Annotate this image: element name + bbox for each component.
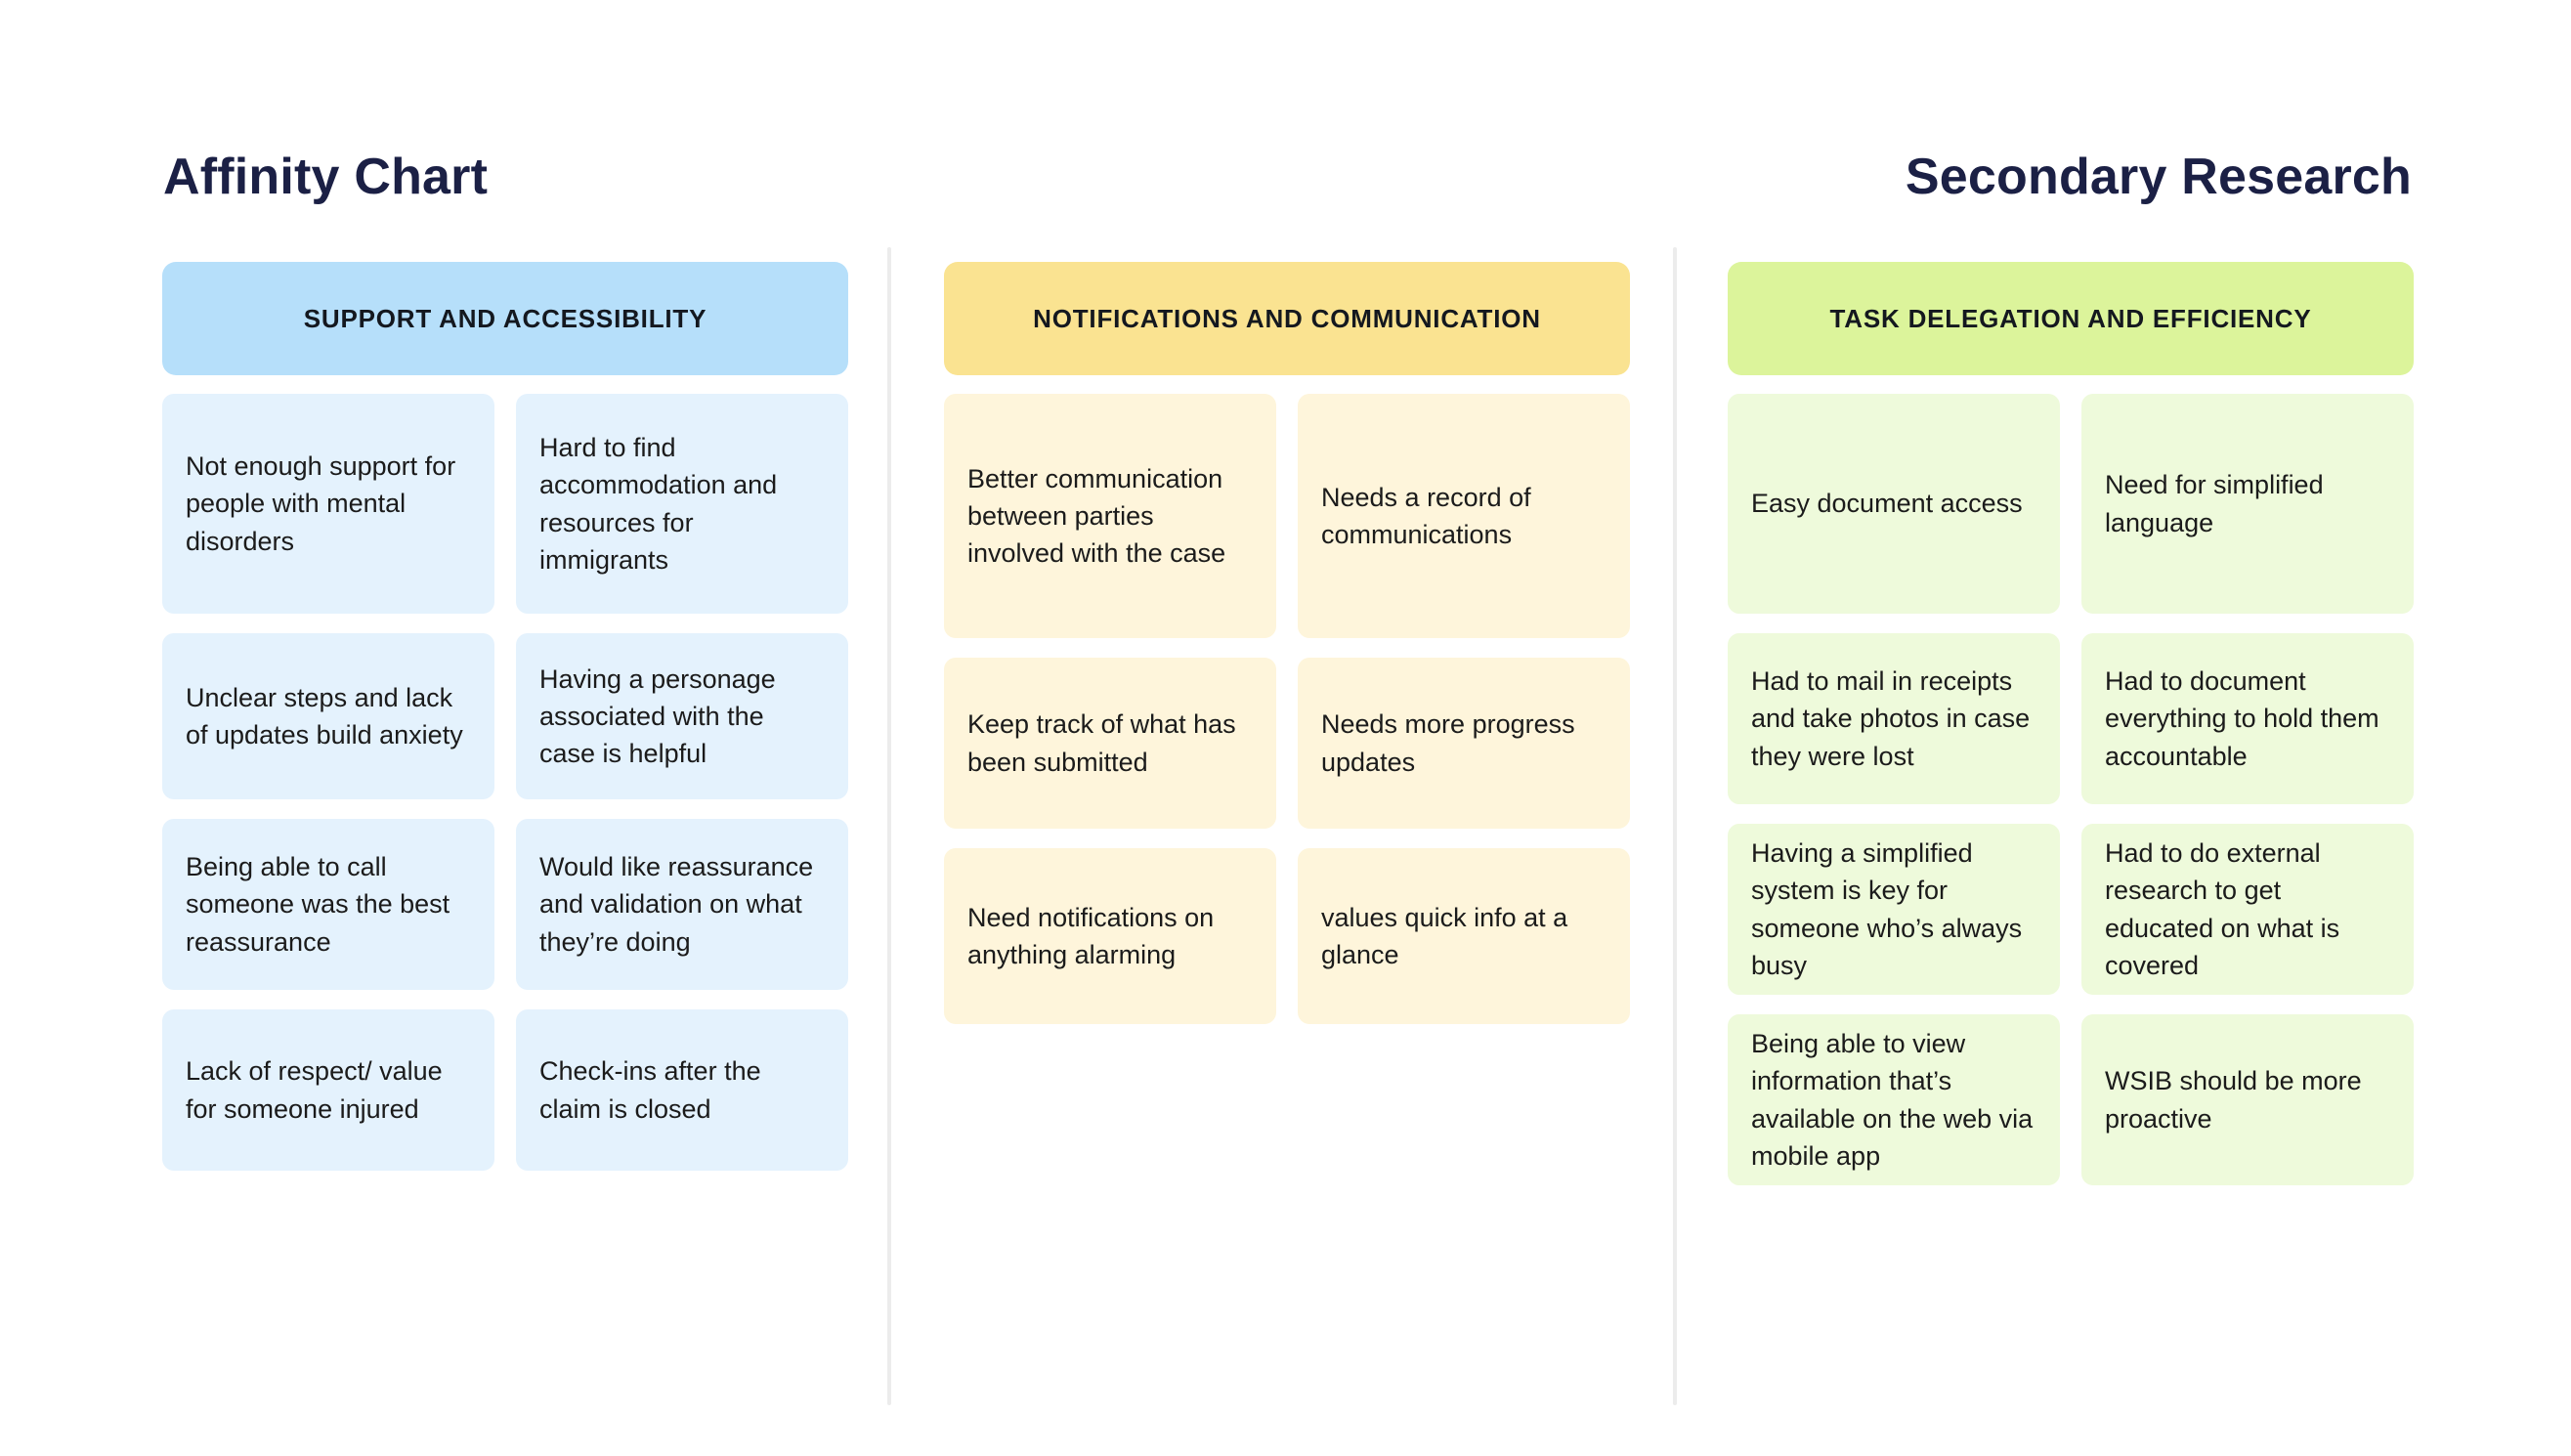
column-divider-1 bbox=[887, 247, 891, 1405]
sticky-note[interactable]: Being able to call someone was the best … bbox=[162, 819, 494, 990]
sticky-note[interactable]: Needs more progress updates bbox=[1298, 658, 1630, 829]
group-task-delegation-and-efficiency: TASK DELEGATION AND EFFICIENCY Easy docu… bbox=[1728, 262, 2414, 1185]
column-divider-2 bbox=[1673, 247, 1677, 1405]
sticky-note[interactable]: Lack of respect/ value for someone injur… bbox=[162, 1009, 494, 1171]
sticky-note[interactable]: Not enough support for people with menta… bbox=[162, 394, 494, 614]
sticky-note[interactable]: Keep track of what has been submitted bbox=[944, 658, 1276, 829]
group-support-and-accessibility: SUPPORT AND ACCESSIBILITY Not enough sup… bbox=[162, 262, 848, 1171]
sticky-note[interactable]: Need for simplified language bbox=[2081, 394, 2414, 614]
sticky-note[interactable]: Had to mail in receipts and take photos … bbox=[1728, 633, 2060, 804]
sticky-note[interactable]: WSIB should be more proactive bbox=[2081, 1014, 2414, 1185]
card-grid-support-and-accessibility: Not enough support for people with menta… bbox=[162, 394, 848, 1171]
group-header-notifications-and-communication: NOTIFICATIONS AND COMMUNICATION bbox=[944, 262, 1630, 375]
page-title-affinity-chart: Affinity Chart bbox=[163, 149, 489, 205]
page-title-secondary-research: Secondary Research bbox=[1905, 149, 2412, 205]
sticky-note[interactable]: Having a personage associated with the c… bbox=[516, 633, 848, 799]
sticky-note[interactable]: Had to do external research to get educa… bbox=[2081, 824, 2414, 995]
sticky-note[interactable]: Hard to find accommodation and resources… bbox=[516, 394, 848, 614]
sticky-note[interactable]: Need notifications on anything alarming bbox=[944, 848, 1276, 1024]
group-notifications-and-communication: NOTIFICATIONS AND COMMUNICATION Better c… bbox=[944, 262, 1630, 1024]
sticky-note[interactable]: Would like reassurance and validation on… bbox=[516, 819, 848, 990]
group-header-task-delegation-and-efficiency: TASK DELEGATION AND EFFICIENCY bbox=[1728, 262, 2414, 375]
sticky-note[interactable]: Better communication between parties inv… bbox=[944, 394, 1276, 638]
card-grid-notifications-and-communication: Better communication between parties inv… bbox=[944, 394, 1630, 1024]
sticky-note[interactable]: Check-ins after the claim is closed bbox=[516, 1009, 848, 1171]
sticky-note[interactable]: Had to document everything to hold them … bbox=[2081, 633, 2414, 804]
sticky-note[interactable]: values quick info at a glance bbox=[1298, 848, 1630, 1024]
sticky-note[interactable]: Being able to view information that’s av… bbox=[1728, 1014, 2060, 1185]
sticky-note[interactable]: Easy document access bbox=[1728, 394, 2060, 614]
sticky-note[interactable]: Needs a record of communications bbox=[1298, 394, 1630, 638]
group-header-support-and-accessibility: SUPPORT AND ACCESSIBILITY bbox=[162, 262, 848, 375]
sticky-note[interactable]: Having a simplified system is key for so… bbox=[1728, 824, 2060, 995]
card-grid-task-delegation-and-efficiency: Easy document access Need for simplified… bbox=[1728, 394, 2414, 1185]
sticky-note[interactable]: Unclear steps and lack of updates build … bbox=[162, 633, 494, 799]
